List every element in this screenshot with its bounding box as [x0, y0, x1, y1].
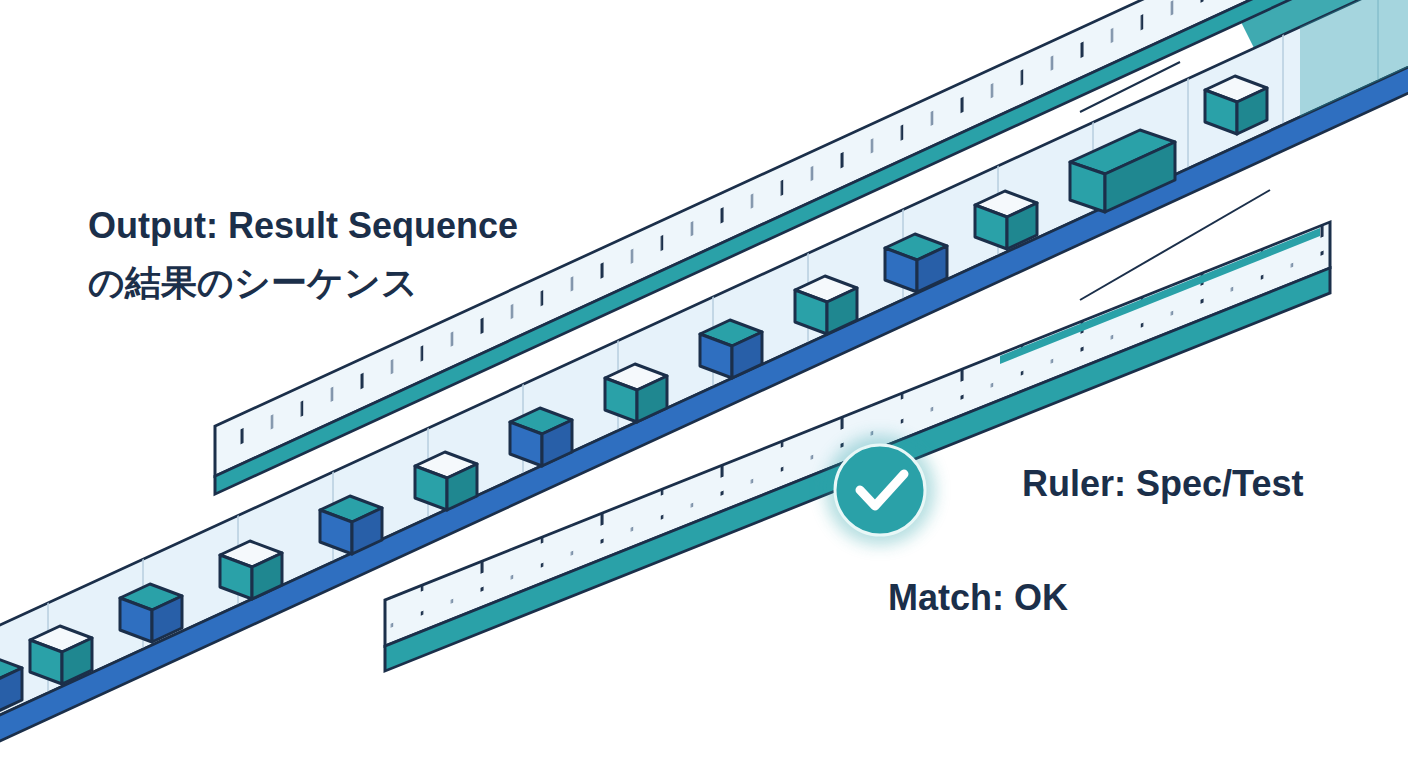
caption-label: Ruler: Spec/Test — [1022, 463, 1303, 504]
caption-label: Output: Result Sequence — [88, 205, 518, 246]
caption-label: の結果のシーケンス — [88, 262, 418, 303]
caption-label: Match: OK — [888, 577, 1068, 618]
